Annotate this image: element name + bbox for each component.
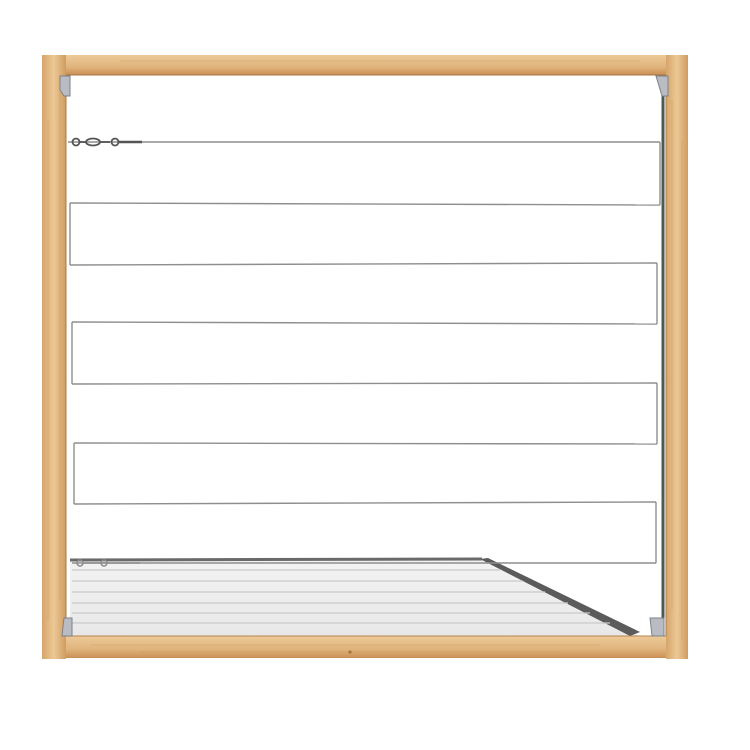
right-post (666, 55, 688, 659)
bottom-rail (48, 636, 668, 658)
cable-3 (69, 262, 658, 266)
left-post (42, 55, 66, 659)
turnbuckle-icon (71, 137, 142, 147)
cables (68, 141, 661, 564)
wood-knot (348, 650, 352, 654)
cable-6 (73, 442, 658, 445)
cable-2 (69, 202, 661, 206)
ground-shadow (69, 557, 640, 636)
cable-7 (73, 501, 657, 505)
cable-4 (71, 321, 658, 325)
cable-5 (71, 382, 658, 385)
wood-grain (47, 60, 683, 653)
corner-bracket-icon (59, 75, 669, 637)
top-rail (42, 55, 688, 75)
shadow-cables (72, 569, 610, 624)
